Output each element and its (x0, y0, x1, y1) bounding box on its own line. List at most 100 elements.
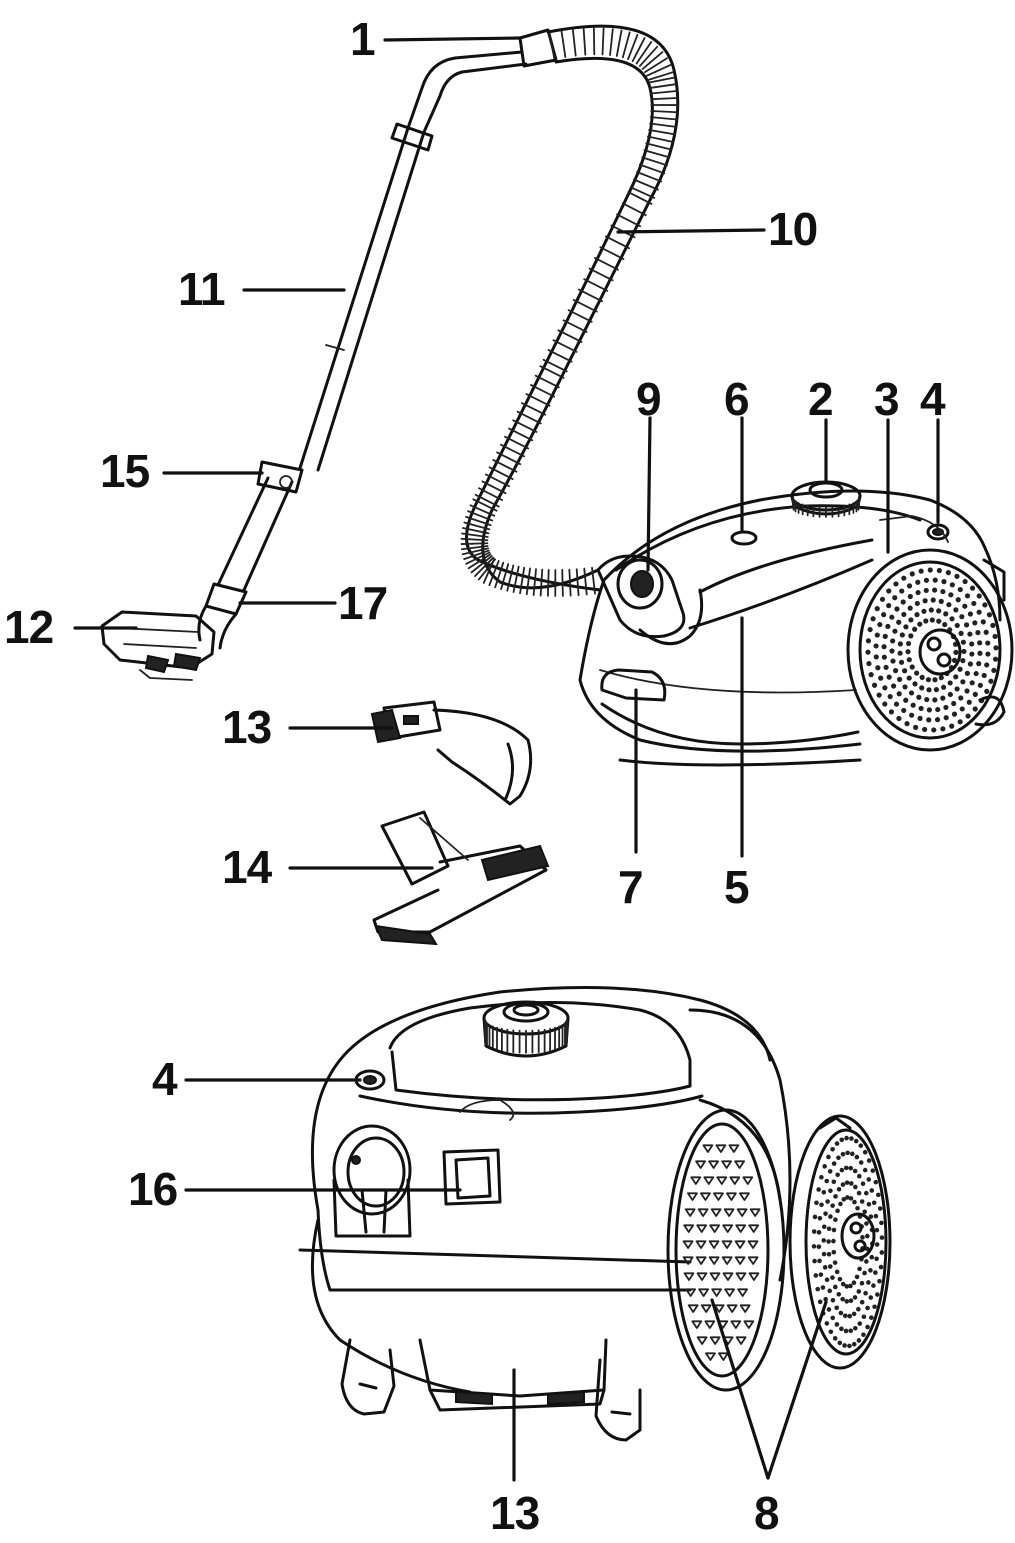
grille-dot (871, 1200, 877, 1206)
hose-rib (635, 41, 653, 65)
grille-dot (901, 707, 907, 714)
grille-dot (914, 600, 920, 607)
grille-triangle (683, 1272, 695, 1281)
grille-dot (903, 624, 909, 630)
grille-dot (940, 684, 947, 690)
grille-dot (827, 1169, 833, 1174)
grille-dot (838, 1310, 844, 1316)
grille-triangle (742, 1176, 754, 1185)
grille-dot (875, 665, 881, 671)
hose-rib (583, 278, 609, 292)
grille-dot (922, 726, 928, 733)
grille-dot (905, 640, 912, 647)
grille-dot (821, 1224, 827, 1230)
grille-dot (921, 608, 927, 614)
hose-rib (460, 542, 489, 545)
hose-rib (567, 309, 593, 323)
callout-17: 17 (338, 577, 388, 629)
grille-dot (812, 1258, 817, 1264)
grille-dot (902, 668, 908, 674)
callout-13-top: 13 (222, 701, 272, 753)
grille-dot (874, 632, 880, 638)
grille-dot (876, 1192, 881, 1198)
hose-rib (562, 319, 588, 333)
grille-dot (892, 628, 898, 634)
grille-triangle (734, 1240, 746, 1249)
grille-dot (819, 1174, 824, 1180)
grille-triangle (722, 1272, 734, 1281)
grille-dot (926, 707, 932, 713)
grille-triangle (695, 1160, 707, 1169)
grille-triangle (682, 1256, 694, 1265)
grille-dot (834, 1141, 840, 1146)
callout-15: 15 (100, 445, 150, 497)
callout-4-top: 4 (920, 373, 946, 425)
grille-dot (919, 685, 925, 691)
grille-triangle (683, 1224, 695, 1233)
filter-cover-dots (811, 1135, 885, 1349)
grille-dot (981, 672, 987, 679)
grille-dot (840, 1151, 846, 1157)
grille-dot (839, 1167, 845, 1173)
grille-triangle (747, 1240, 759, 1249)
grille-dot (866, 1177, 872, 1182)
grille-dot (943, 715, 949, 721)
grille-dot (904, 721, 910, 727)
grille-dot (881, 644, 887, 650)
grille-dot (949, 582, 955, 588)
hose-rib (604, 235, 630, 250)
grille-dot (851, 1311, 857, 1317)
grille-dot (815, 1286, 820, 1292)
grille-dot (864, 1221, 869, 1226)
grille-dot (866, 1158, 872, 1163)
grille-dot (831, 1179, 837, 1185)
grille-dot (879, 1220, 884, 1226)
hose-rib (609, 28, 614, 56)
grille-dot (866, 660, 872, 667)
hose-rib (638, 163, 666, 175)
leader-lines (73, 36, 940, 1482)
hose-rib (461, 532, 489, 538)
grille-dot (832, 1284, 838, 1290)
grille-triangle (696, 1224, 708, 1233)
grille-dot (830, 1315, 836, 1321)
hose-rib (557, 329, 583, 343)
grille-triangle (702, 1144, 714, 1153)
grille-dot (849, 1181, 854, 1186)
grille-dot (859, 1280, 865, 1286)
grille-dot (959, 706, 965, 712)
grille-triangle (743, 1320, 755, 1329)
grille-dot (902, 684, 908, 690)
grille-dot (903, 697, 909, 703)
grille-dot (816, 1244, 822, 1249)
grille-dot (906, 583, 913, 589)
grille-dot (931, 727, 937, 733)
grille-dot (839, 1137, 845, 1143)
grille-triangle (722, 1224, 734, 1233)
grille-dot (868, 672, 874, 678)
grille-dot (851, 1341, 857, 1347)
grille-dot (817, 1258, 822, 1264)
grille-dot (872, 1304, 877, 1310)
grille-dot (816, 1187, 821, 1192)
grille-dot (965, 713, 971, 719)
hose-rib (599, 246, 625, 260)
grille-dot (962, 603, 968, 609)
callout-14: 14 (222, 841, 272, 893)
grille-dot (881, 654, 887, 660)
hose-rib (460, 545, 489, 551)
hose-rib (519, 566, 526, 595)
power-knob-ridges (792, 497, 860, 518)
grille-dot (859, 1199, 865, 1204)
grille-dot (827, 1288, 833, 1294)
grille-dot (841, 1197, 847, 1202)
grille-triangle (685, 1288, 697, 1297)
grille-dot (951, 657, 958, 663)
crevice-tool (370, 700, 533, 806)
grille-triangle (734, 1160, 746, 1169)
hose-rib (494, 561, 505, 589)
grille-dot (909, 664, 915, 670)
grille-dot (957, 719, 963, 725)
grille-dot (873, 643, 879, 649)
grille-dot (966, 699, 972, 705)
